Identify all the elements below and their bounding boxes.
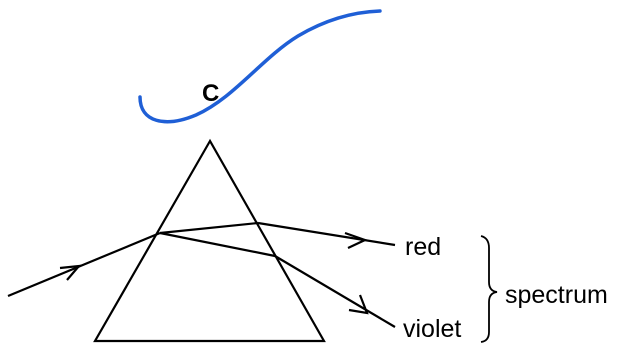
inner-red-ray bbox=[159, 221, 259, 235]
inner-violet-ray bbox=[159, 231, 276, 258]
prism-triangle bbox=[93, 138, 326, 343]
incident-ray bbox=[7, 231, 161, 298]
spectrum-brace bbox=[480, 235, 498, 343]
curve-c bbox=[138, 9, 382, 124]
violet-label: violet bbox=[403, 315, 461, 343]
red-label: red bbox=[405, 233, 441, 261]
violet-arrowhead bbox=[348, 294, 369, 315]
curve-label: C bbox=[202, 80, 219, 107]
red-ray bbox=[257, 221, 396, 247]
red-arrowhead bbox=[344, 231, 368, 249]
incident-arrowhead bbox=[59, 264, 82, 281]
violet-ray bbox=[274, 255, 396, 328]
spectrum-label: spectrum bbox=[505, 281, 608, 309]
